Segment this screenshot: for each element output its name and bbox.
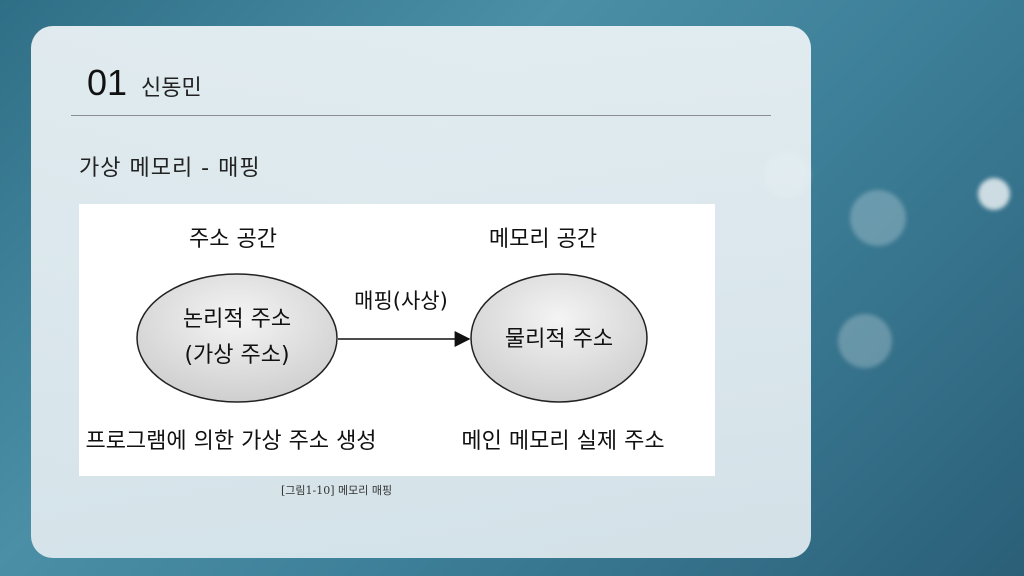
slide-subtitle: 가상 메모리 - 매핑 [79, 156, 261, 181]
mapping-label: 매핑(사상) [354, 289, 448, 313]
slide-card: 01 신동민 가상 메모리 - 매핑 주소 공간 메모리 공간 논리적 주소 (… [31, 26, 811, 558]
memory-mapping-diagram: 주소 공간 메모리 공간 논리적 주소 (가상 주소) 물리적 주소 매핑(사상… [79, 204, 715, 476]
slide-number: 01 [87, 62, 128, 103]
bokeh-circle [838, 314, 892, 368]
logical-address-ellipse [136, 273, 338, 403]
memory-space-label: 메모리 공간 [489, 227, 597, 252]
logical-address-label: 논리적 주소 [183, 307, 291, 332]
diagram-svg: 주소 공간 메모리 공간 논리적 주소 (가상 주소) 물리적 주소 매핑(사상… [85, 227, 664, 454]
title-divider [71, 115, 771, 116]
bokeh-circle [978, 178, 1010, 210]
physical-address-label: 물리적 주소 [505, 327, 613, 352]
bokeh-circle [850, 190, 906, 246]
main-memory-address-label: 메인 메모리 실제 주소 [461, 429, 664, 454]
slide-title: 01 신동민 [87, 62, 202, 104]
program-virtual-address-label: 프로그램에 의한 가상 주소 생성 [85, 429, 376, 454]
virtual-address-label: (가상 주소) [184, 343, 289, 368]
presenter-name: 신동민 [141, 76, 202, 101]
figure-caption: [그림1-10] 메모리 매핑 [281, 484, 393, 497]
address-space-label: 주소 공간 [189, 227, 277, 252]
physical-address-ellipse [470, 273, 648, 403]
